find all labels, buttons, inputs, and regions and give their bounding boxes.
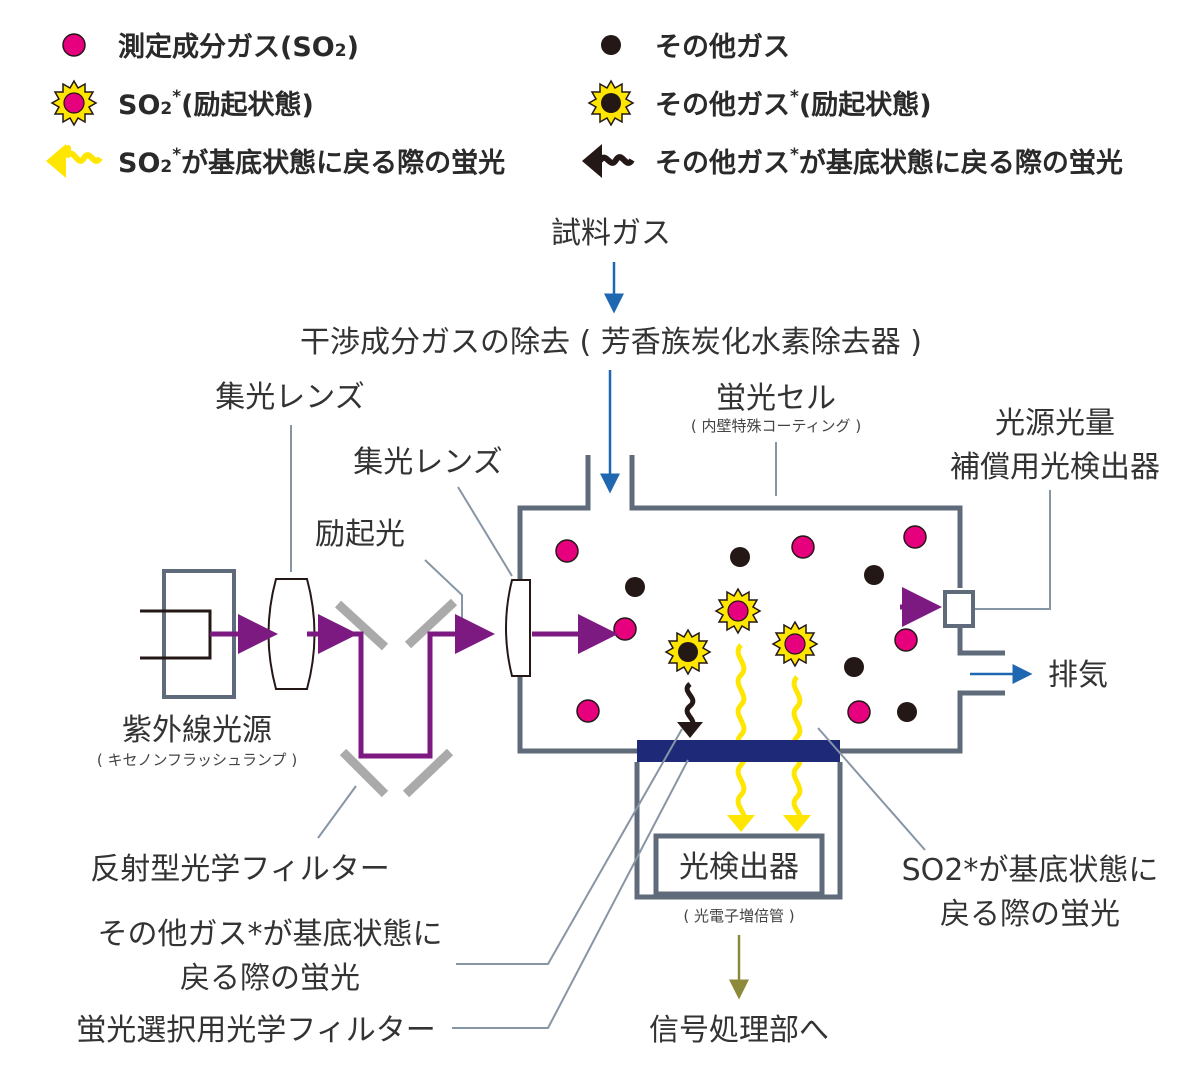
so2-molecule-icon [62,33,86,57]
legend-so2-fluorescence: SO2*が基底状態に戻る際の蛍光 [118,145,505,179]
legend-so2: 測定成分ガス(SO2) [118,31,359,63]
so2-excited-molecule [772,621,818,667]
so2-molecule [576,699,600,723]
so2-fluorescence-wave-icon [46,144,103,178]
other-gas-molecules [625,547,917,722]
other-gas-molecule [730,547,750,567]
so2-fluorescence-wave [727,643,755,832]
reflective-filters [334,598,458,798]
condenser-lens-2 [505,579,531,677]
condenser-lens-2-leader [457,486,513,577]
other-gas-molecule [844,657,864,677]
so2-fluorescence-label-1: SO2*が基底状態に [902,853,1159,888]
fluorescence-selective-filter [637,740,840,762]
so2-excited-molecule [715,588,761,634]
fluorescence-cell-label: 蛍光セル [716,381,836,416]
legend-other-gas-fluorescence: その他ガス*が基底状態に戻る際の蛍光 [655,145,1123,179]
other-gas-excited-molecule [665,629,711,675]
compensation-detector-leader [975,490,1051,610]
fluorescence-cell [517,455,1005,754]
so2-molecule [894,628,918,652]
photodetector-note: ( 光電子増倍管 ) [683,907,794,925]
other-gas-molecule [625,577,645,597]
uv-source-label: 紫外線光源 [122,713,272,748]
so2-molecules [555,525,927,724]
other-gas-molecule [864,565,884,585]
so2-molecule [903,525,927,549]
condenser-lens-1-label: 集光レンズ [215,380,364,415]
so2-molecule [847,700,871,724]
other-fluorescence-label-2: 戻る際の蛍光 [180,961,360,996]
legend-so2-excited: SO2*(励起状態) [118,87,314,121]
compensation-detector-label-2: 補償用光検出器 [950,450,1160,485]
excitation-light-label: 励起光 [315,517,405,552]
compensation-detector-label-1: 光源光量 [995,406,1115,441]
uv-light-path [210,614,618,759]
sample-gas-label: 試料ガス [551,216,671,251]
so2-fluorescence-label-2: 戻る際の蛍光 [940,897,1120,932]
uv-source-note: ( キセノンフラッシュランプ ) [97,751,297,769]
so2-molecule [791,535,815,559]
interference-removal-label: 干渉成分ガスの除去 ( 芳香族炭化水素除去器 ) [300,325,922,360]
so2-fluorescence-leader [817,727,926,851]
other-fluorescence-label-1: その他ガス*が基底状態に [98,917,443,952]
reflective-filter-leader [317,785,357,839]
legend: 測定成分ガス(SO2) その他ガス SO2*(励起状態) その他ガス*(励起状態… [46,31,1123,179]
signal-processing-label: 信号処理部へ [649,1013,829,1048]
so2-molecule [613,617,637,641]
photodetector-label: 光検出器 [679,850,799,885]
other-fluorescence-leader [456,728,683,965]
other-gas-molecule-icon [601,35,621,55]
legend-other-gas: その他ガス [655,32,790,63]
other-gas-fluorescence-wave [677,682,703,738]
selective-filter-label: 蛍光選択用光学フィルター [76,1013,435,1048]
reflective-filter-label: 反射型光学フィルター [90,852,389,887]
fluorescence-cell-note: ( 内壁特殊コーティング ) [691,417,861,435]
exhaust-label: 排気 [1048,658,1108,693]
other-gas-molecule [897,702,917,722]
legend-other-gas-excited: その他ガス*(励起状態) [655,87,932,121]
condenser-lens-2-label: 集光レンズ [353,445,502,480]
so2-excited-icon [51,80,97,126]
other-gas-excited-icon [588,80,634,126]
photodetector-box [653,833,825,897]
so2-molecule [555,539,579,563]
other-gas-fluorescence-wave-icon [582,144,635,178]
selective-filter-leader [452,759,689,1029]
